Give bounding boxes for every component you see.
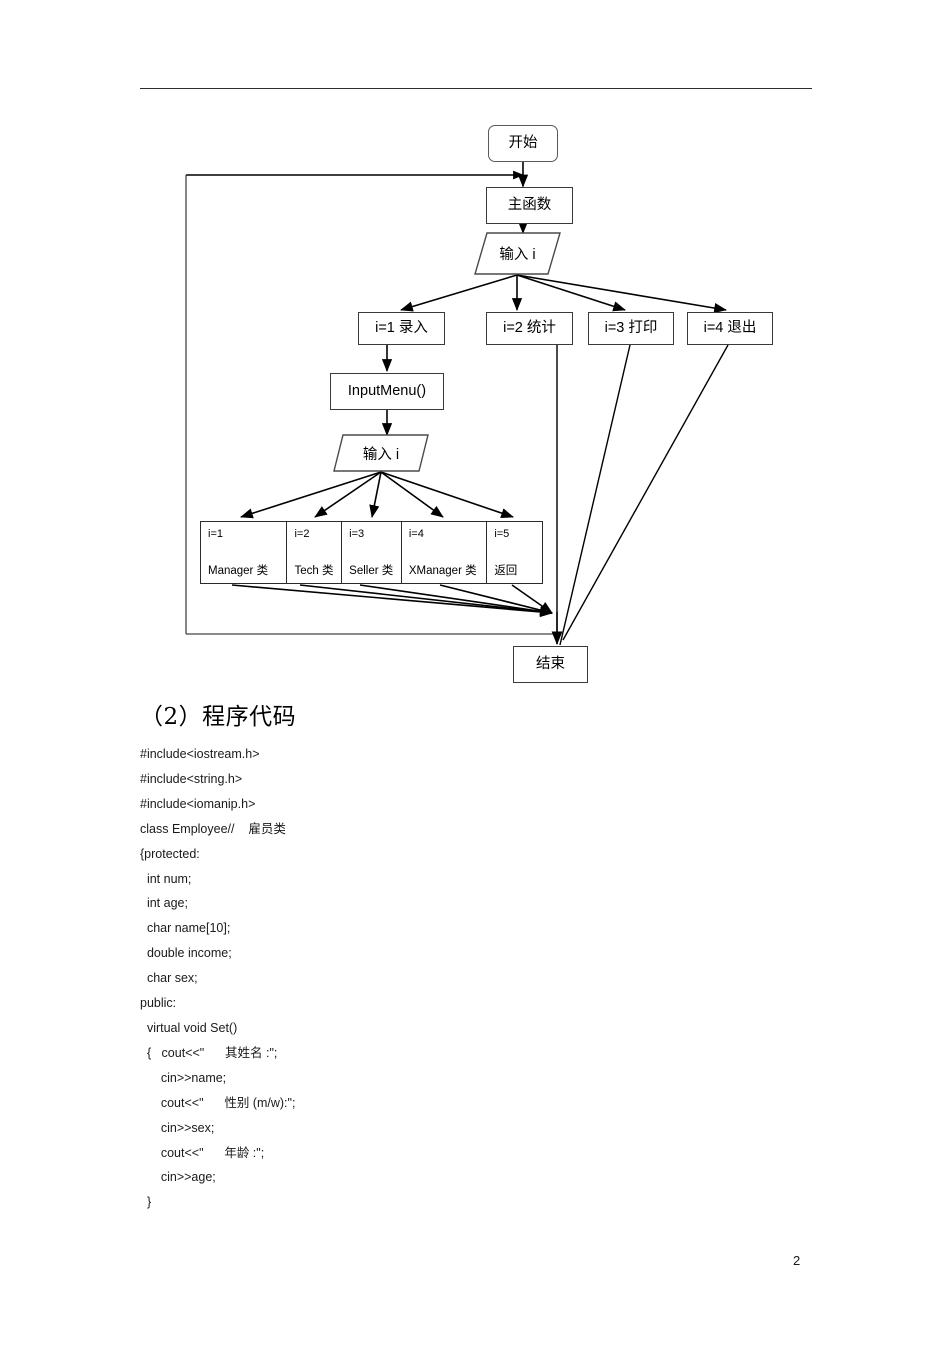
flow-node-input-menu: InputMenu() bbox=[330, 373, 444, 410]
flow-submenu-cell-name: XManager 类 bbox=[408, 564, 477, 577]
flow-submenu-cell: i=1 Manager 类 bbox=[201, 522, 288, 583]
flow-node-branch-4-label: i=4 退出 bbox=[703, 319, 757, 336]
flow-submenu-cell-name: Tech 类 bbox=[294, 564, 334, 577]
flow-node-start: 开始 bbox=[488, 125, 558, 162]
code-line: { cout<<" 其姓名 :"; bbox=[140, 1045, 278, 1060]
flow-submenu-cell-index: i=2 bbox=[294, 528, 310, 540]
flow-node-branch-2: i=2 统计 bbox=[486, 312, 573, 345]
flow-submenu-cell: i=5 返回 bbox=[487, 522, 542, 583]
code-line: #include<iomanip.h> bbox=[140, 796, 256, 811]
flow-node-branch-1: i=1 录入 bbox=[358, 312, 445, 345]
flow-submenu-table: i=1 Manager 类 i=2 Tech 类 i=3 Seller 类 i=… bbox=[200, 521, 543, 584]
flow-node-branch-3: i=3 打印 bbox=[588, 312, 674, 345]
code-line: #include<iostream.h> bbox=[140, 747, 260, 761]
code-line: cin>>sex; bbox=[140, 1120, 215, 1135]
flow-node-branch-4: i=4 退出 bbox=[687, 312, 773, 345]
header-divider-rule bbox=[140, 88, 812, 89]
code-line: {protected: bbox=[140, 846, 200, 861]
code-line: cin>>name; bbox=[140, 1070, 227, 1085]
code-line: char name[10]; bbox=[140, 921, 231, 936]
flow-submenu-cell: i=2 Tech 类 bbox=[287, 522, 343, 583]
flow-submenu-cell-index: i=1 bbox=[208, 528, 223, 540]
program-flowchart: 开始 主函数 输入 i i=1 录入 i=2 统计 i=3 打印 i=4 退出 … bbox=[185, 125, 773, 683]
flow-submenu-cell-name: Manager 类 bbox=[208, 564, 269, 577]
code-line: virtual void Set() bbox=[140, 1020, 238, 1035]
code-line: cout<<" 年龄 :"; bbox=[140, 1145, 265, 1160]
code-line: int num; bbox=[140, 871, 192, 886]
section-heading: （2）程序代码 bbox=[140, 704, 297, 730]
flow-node-start-label: 开始 bbox=[508, 134, 538, 151]
code-line: cin>>age; bbox=[140, 1170, 216, 1185]
flow-node-input-menu-label: InputMenu() bbox=[347, 382, 427, 399]
flow-node-end: 结束 bbox=[513, 646, 588, 683]
flow-submenu-cell: i=4 XManager 类 bbox=[402, 522, 488, 583]
flow-submenu-cell-index: i=5 bbox=[494, 528, 510, 540]
code-line: } bbox=[140, 1195, 152, 1210]
code-line: #include<string.h> bbox=[140, 771, 243, 786]
flow-node-branch-2-label: i=2 统计 bbox=[503, 319, 556, 336]
page-number: 2 bbox=[793, 1253, 801, 1268]
flow-node-end-label: 结束 bbox=[536, 655, 565, 672]
flow-node-main-function-label: 主函数 bbox=[507, 196, 552, 213]
code-line: int age; bbox=[140, 896, 188, 911]
flowchart-connector-layer bbox=[185, 161, 729, 646]
source-code-listing: #include<iostream.h> #include<string.h> #i… bbox=[140, 742, 840, 1215]
flow-submenu-cell-index: i=4 bbox=[408, 528, 424, 540]
flow-submenu-cell-name: Seller 类 bbox=[349, 564, 394, 577]
code-line: double income; bbox=[140, 946, 232, 961]
code-line: class Employee// 雇员类 bbox=[140, 821, 286, 836]
flow-submenu-cell-name: 返回 bbox=[494, 564, 518, 577]
flow-submenu-cell-index: i=3 bbox=[349, 528, 365, 540]
flow-node-branch-1-label: i=1 录入 bbox=[375, 319, 428, 336]
code-line: public: bbox=[140, 996, 177, 1011]
flow-node-branch-3-label: i=3 打印 bbox=[604, 319, 658, 336]
code-line: cout<<" 性别 (m/w):"; bbox=[140, 1095, 296, 1110]
flow-node-main-function: 主函数 bbox=[486, 187, 573, 224]
flow-submenu-cell: i=3 Seller 类 bbox=[342, 522, 402, 583]
code-line: char sex; bbox=[140, 971, 198, 986]
